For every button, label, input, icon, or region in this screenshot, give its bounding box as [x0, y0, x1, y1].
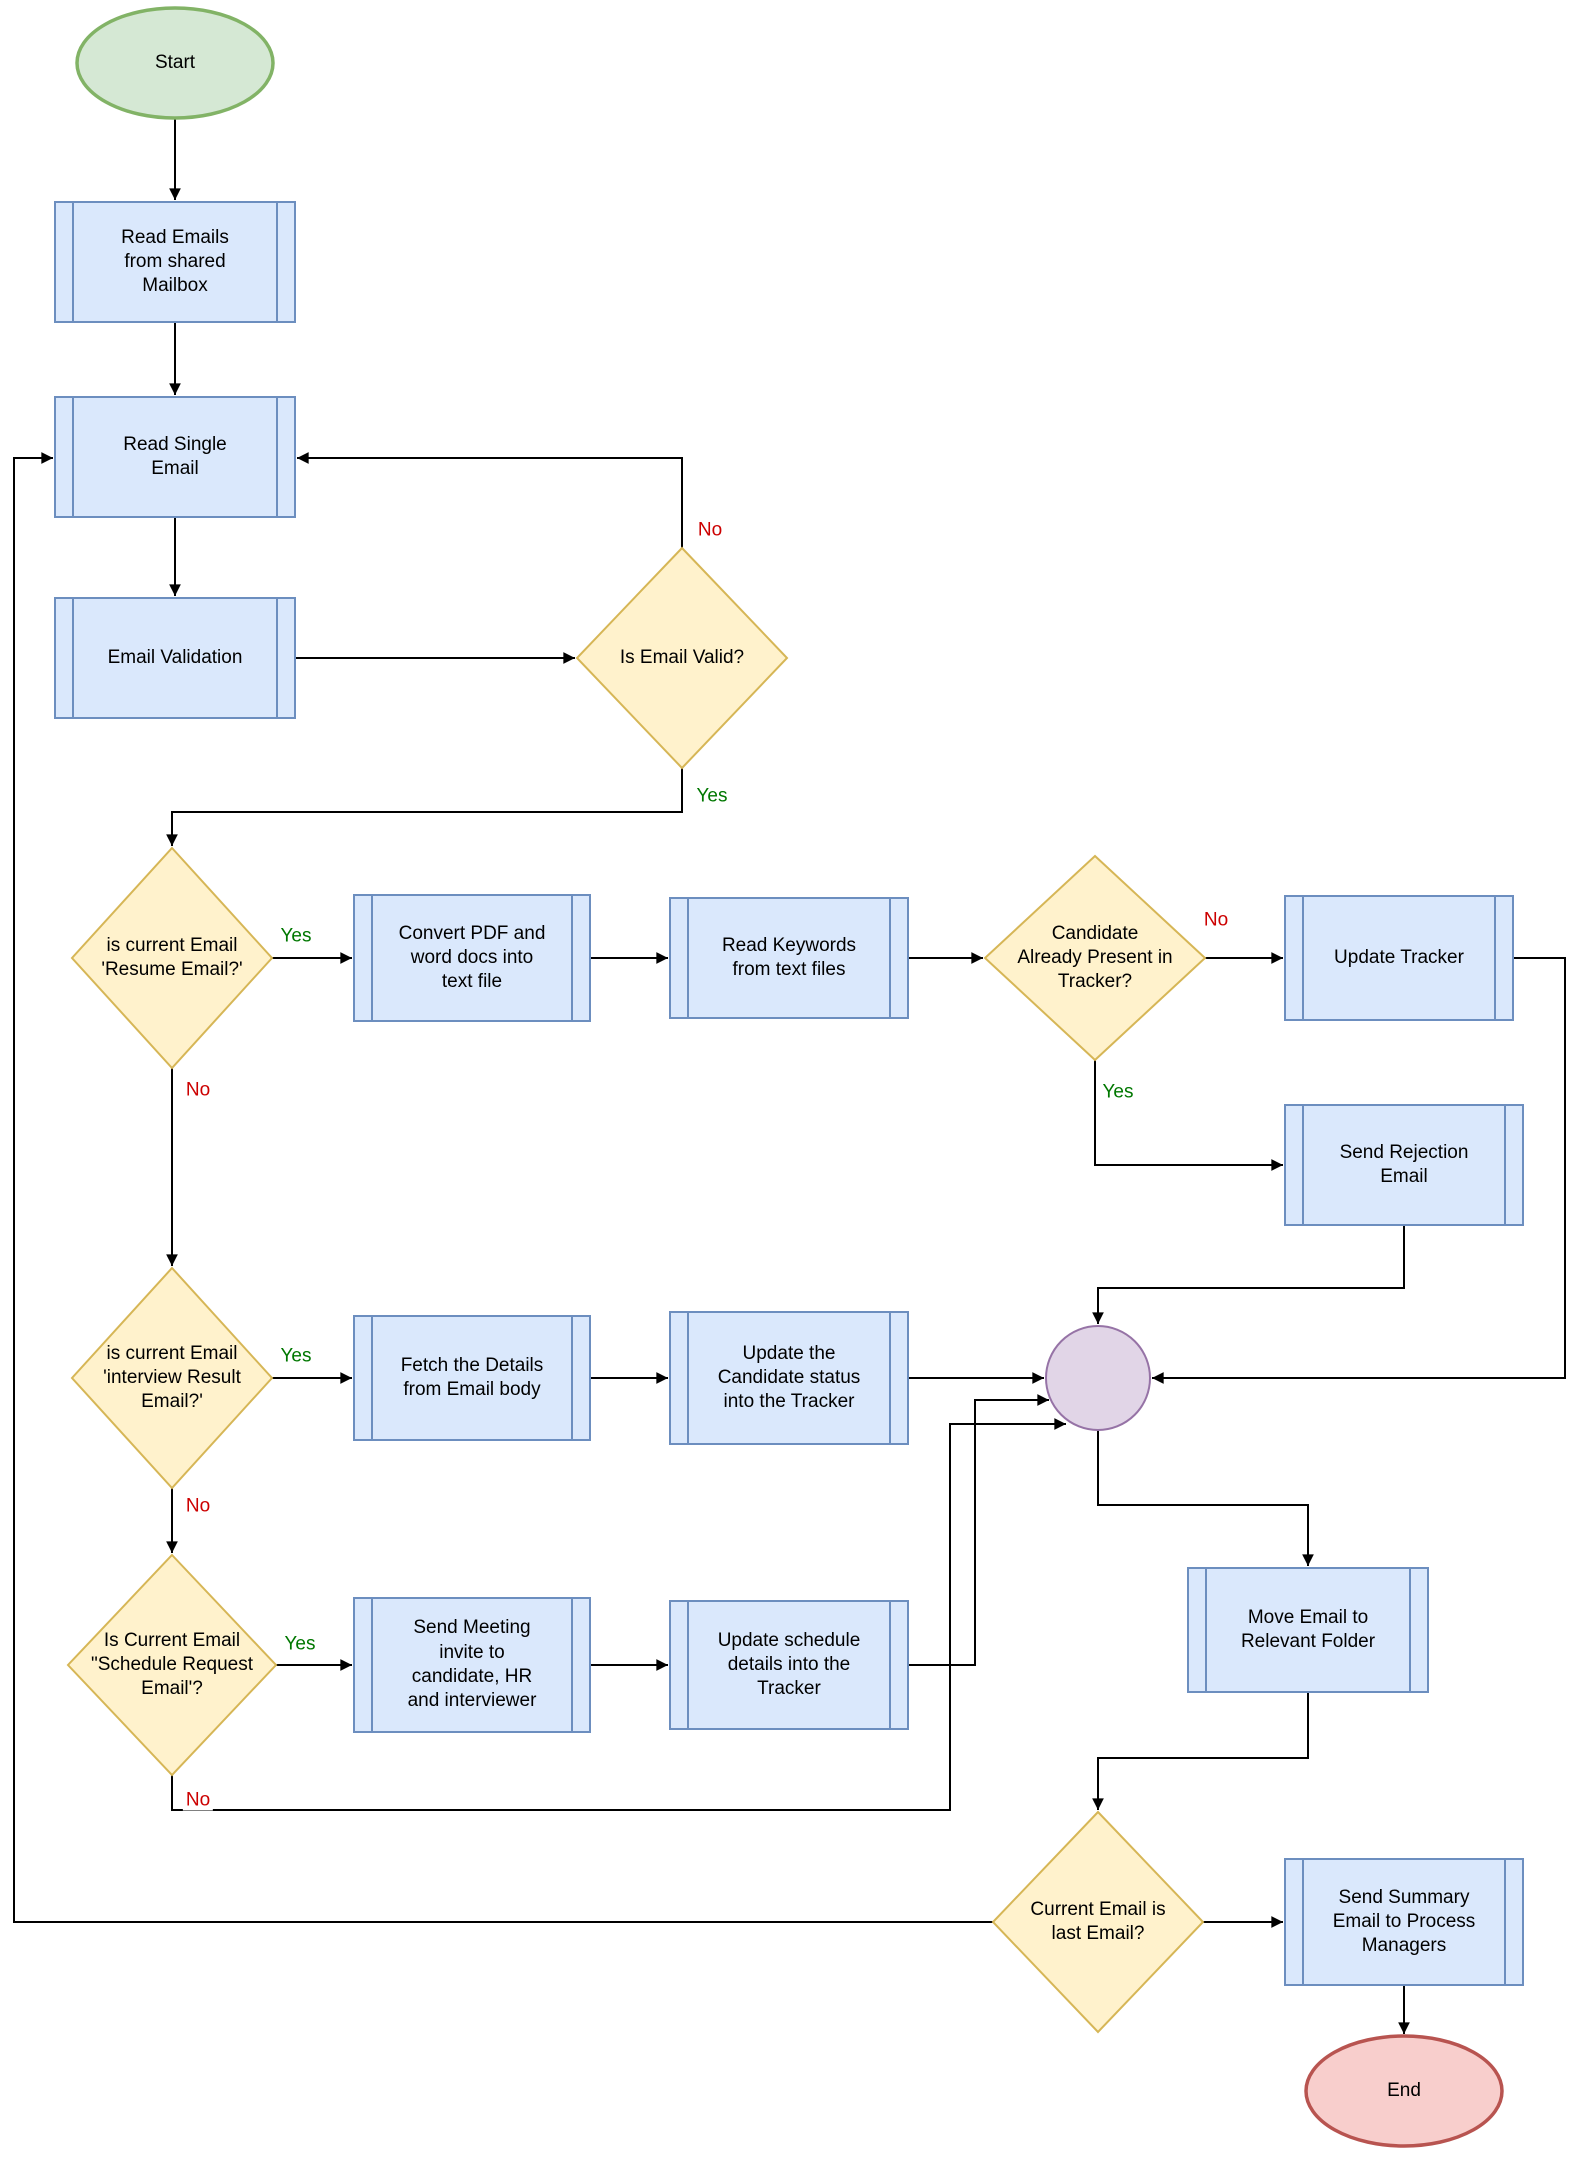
edge-label-yes-6: Yes — [277, 1345, 315, 1367]
node-is-email-valid — [575, 546, 789, 770]
node-end-label: End — [1387, 2079, 1421, 2101]
node-is-resume-email-label: is current Email 'Resume Email?' — [101, 934, 243, 980]
node-is-schedule-request-label: Is Current Email "Schedule Request Email… — [90, 1629, 254, 1700]
node-is-resume-email — [70, 846, 274, 1070]
edge-label-yes-5: Yes — [1099, 1081, 1137, 1103]
node-read-single-email — [54, 396, 296, 518]
node-update-candidate-status-label: Update the Candidate status into the Tra… — [717, 1342, 861, 1413]
edge-label-no-7: No — [182, 1495, 214, 1517]
node-is-schedule-request — [66, 1553, 278, 1777]
node-start-label: Start — [154, 51, 196, 73]
edge-label-yes-1: Yes — [693, 785, 731, 807]
node-convert-docs-label: Convert PDF and word docs into text file — [398, 922, 546, 993]
node-read-single-email-label: Read Single Email — [123, 433, 227, 479]
edge-valid-yes — [166, 768, 683, 846]
node-candidate-present-label: Candidate Already Present in Tracker? — [1017, 922, 1173, 993]
node-update-schedule-label: Update schedule details into the Tracker — [717, 1629, 861, 1700]
node-move-email-label: Move Email to Relevant Folder — [1240, 1606, 1376, 1652]
node-fetch-details — [353, 1315, 591, 1441]
node-merge-junction — [1045, 1325, 1151, 1431]
edge-schedule-no-to-merge — [171, 1418, 1066, 1811]
node-send-meeting-invite — [353, 1597, 591, 1733]
node-read-keywords-label: Read Keywords from text files — [721, 934, 857, 980]
edge-label-no-4: No — [1200, 909, 1232, 931]
node-read-keywords — [669, 897, 909, 1019]
edge-label-yes-8: Yes — [281, 1633, 319, 1655]
node-end — [1304, 2034, 1504, 2148]
node-read-emails-label: Read Emails from shared Mailbox — [121, 226, 229, 297]
edge-tracker-to-merge — [1152, 957, 1566, 1384]
node-read-emails — [54, 201, 296, 323]
node-update-tracker-label: Update Tracker — [1334, 946, 1464, 968]
node-update-tracker — [1284, 895, 1514, 1021]
node-email-validation — [54, 597, 296, 719]
node-send-meeting-invite-label: Send Meeting invite to candidate, HR and… — [407, 1617, 537, 1712]
node-convert-docs — [353, 894, 591, 1022]
node-start — [75, 6, 275, 120]
node-is-email-valid-label: Is Email Valid? — [619, 646, 745, 668]
node-email-validation-label: Email Validation — [107, 646, 243, 668]
edge-candidate-yes — [1094, 1060, 1283, 1171]
edge-last-check-loop-to-read-single — [13, 452, 993, 1923]
edge-label-no-3: No — [182, 1079, 214, 1101]
node-send-summary-label: Send Summary Email to Process Managers — [1332, 1886, 1476, 1957]
edge-move-email-to-last-check — [1092, 1692, 1309, 1810]
node-is-interview-result — [70, 1266, 274, 1490]
edge-merge-to-move-email — [1097, 1430, 1314, 1566]
node-candidate-present — [983, 854, 1207, 1062]
edge-update-schedule-to-merge — [908, 1394, 1049, 1666]
node-is-interview-result-label: is current Email 'interview Result Email… — [103, 1342, 241, 1413]
node-is-last-email — [991, 1810, 1205, 2034]
node-update-schedule — [669, 1600, 909, 1730]
edge-label-no-9: No — [182, 1789, 214, 1811]
node-is-last-email-label: Current Email is last Email? — [1030, 1898, 1166, 1944]
node-update-candidate-status — [669, 1311, 909, 1445]
node-send-rejection-email-label: Send Rejection Email — [1339, 1141, 1469, 1187]
edge-label-no-0: No — [694, 519, 726, 541]
edge-rejection-to-merge — [1092, 1225, 1405, 1324]
node-fetch-details-label: Fetch the Details from Email body — [400, 1354, 544, 1400]
node-move-email — [1187, 1567, 1429, 1693]
edge-label-yes-2: Yes — [277, 925, 315, 947]
edge-valid-no-loop — [297, 452, 683, 548]
node-send-rejection-email — [1284, 1104, 1524, 1226]
node-send-summary — [1284, 1858, 1524, 1986]
